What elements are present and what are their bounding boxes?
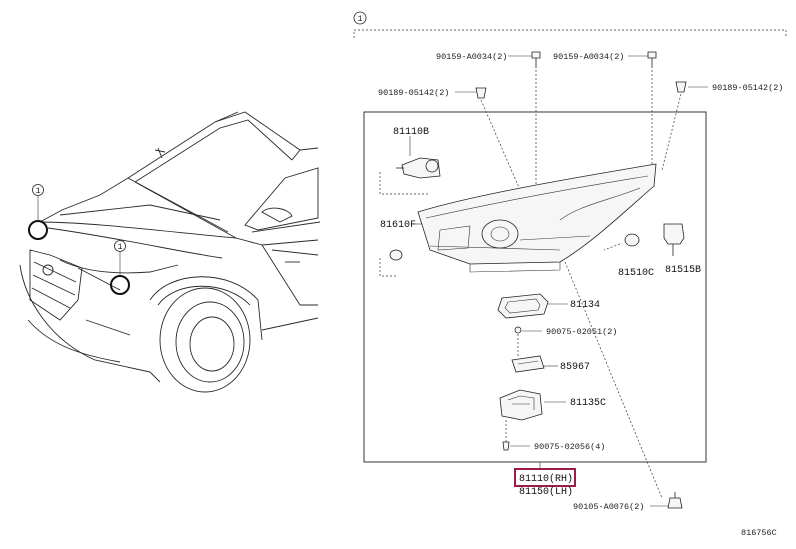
callout-number: 1 — [117, 242, 122, 252]
headlamp-housing[interactable] — [417, 163, 657, 273]
clip-right[interactable] — [661, 81, 687, 171]
clip-left[interactable] — [475, 87, 521, 191]
vehicle-illustration — [19, 111, 321, 393]
part-label-screw-small[interactable]: 90075-02051(2) — [546, 327, 617, 337]
figure-code: 816756C — [741, 528, 777, 538]
side-bulb[interactable] — [663, 223, 685, 256]
part-label-module[interactable]: 85967 — [560, 362, 590, 373]
assembly-rh-label[interactable]: 81110(RH) — [514, 468, 576, 487]
section-callout-header: 1 — [353, 11, 787, 38]
part-label-side-bulb[interactable]: 81515B — [665, 265, 701, 276]
callout-marker-left[interactable]: 1 — [28, 184, 48, 240]
part-label-clip-right[interactable]: 90189-05142(2) — [712, 83, 783, 93]
part-label-bolt-right[interactable]: 90159-A0034(2) — [553, 52, 624, 62]
screw-small[interactable] — [514, 326, 522, 356]
part-label-assembly-rh: 81110(RH) — [519, 473, 573, 485]
part-label-clip-left[interactable]: 90189-05142(2) — [378, 88, 449, 98]
part-label-screw-cover[interactable]: 90075-02056(4) — [534, 442, 605, 452]
lamp-cover[interactable] — [499, 389, 543, 421]
part-label-marker-bulb[interactable]: 81610F — [380, 220, 416, 231]
part-label-gasket[interactable]: 81134 — [570, 300, 600, 311]
callout-number: 1 — [35, 186, 40, 196]
part-label-bolt-left[interactable]: 90159-A0034(2) — [436, 52, 507, 62]
marker-bulb[interactable] — [379, 249, 403, 277]
assembly-frame — [363, 111, 707, 463]
bulb-socket[interactable] — [603, 233, 640, 251]
part-label-socket[interactable]: 81510C — [618, 268, 654, 279]
gasket[interactable] — [497, 293, 549, 319]
part-label-cover[interactable]: 81135C — [570, 398, 606, 409]
callout-marker-right[interactable]: 1 — [110, 240, 130, 295]
control-module[interactable] — [511, 355, 545, 373]
part-label-screw-bottom[interactable]: 90105-A0076(2) — [573, 502, 644, 512]
bolt-right[interactable] — [647, 51, 657, 168]
screw-cover[interactable] — [502, 420, 510, 451]
part-label-bulb[interactable]: 81110B — [393, 127, 429, 138]
part-label-assembly-lh[interactable]: 81150(LH) — [519, 486, 573, 498]
bolt-left[interactable] — [531, 51, 541, 188]
screw-bottom[interactable] — [667, 492, 683, 509]
callout-number: 1 — [357, 14, 362, 24]
headlamp-bulb[interactable] — [379, 157, 441, 195]
